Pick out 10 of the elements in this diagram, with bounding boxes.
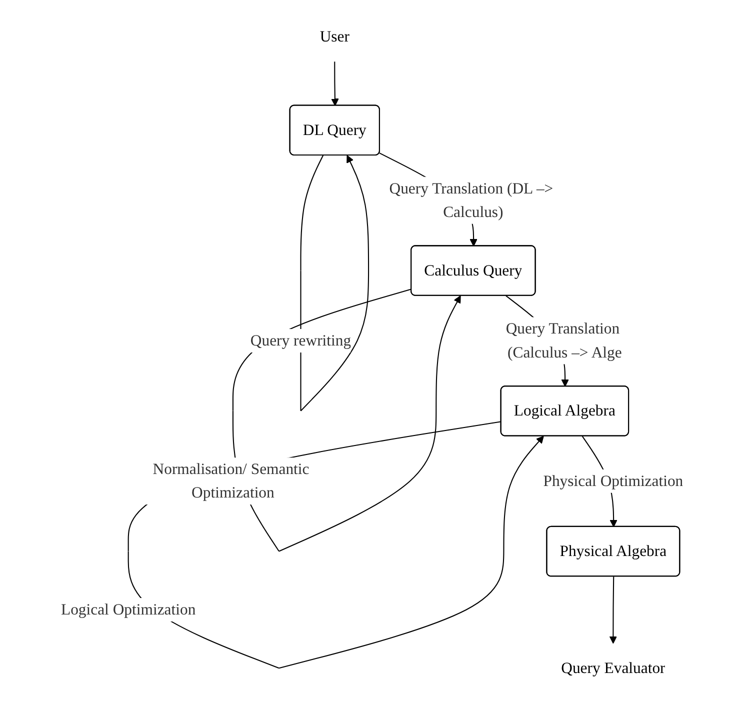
edge-label: Query Translation (DL –> Calculus): [389, 179, 553, 220]
edge-label: Query Translation (Calculus –> Alge: [506, 320, 622, 361]
edge-label: Physical Optimization: [543, 472, 683, 490]
edge-label: Logical Optimization: [60, 600, 196, 618]
node-text: User: [320, 28, 350, 46]
arrow: [330, 62, 339, 106]
arrow: [609, 576, 617, 644]
edge-label: Normalisation/ Semantic Optimization: [152, 460, 310, 502]
edge-label: Query rewriting: [250, 332, 351, 350]
node-text: Query Evaluator: [560, 659, 666, 676]
